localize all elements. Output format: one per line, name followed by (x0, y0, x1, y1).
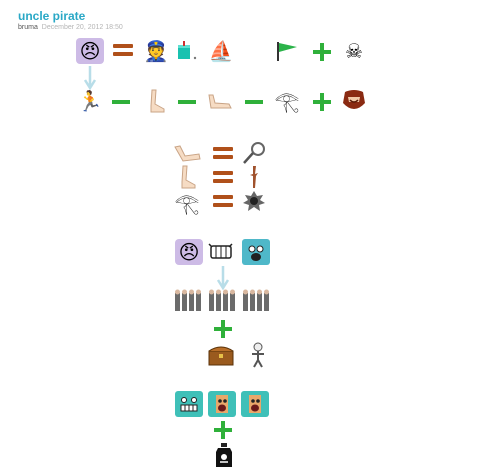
down-arrow (83, 66, 97, 90)
scared-face-icon (242, 239, 270, 265)
post-author[interactable]: bruma (18, 24, 38, 31)
plus-sign (313, 43, 331, 61)
screaming-face-icon (208, 391, 236, 417)
foot-icon (206, 88, 234, 114)
grinning-face-icon (175, 391, 203, 417)
post-date: December 20, 2012 18:50 (41, 24, 123, 31)
treasure-chest-icon (207, 342, 235, 368)
red-beard-icon (340, 88, 368, 114)
arm-icon (173, 140, 201, 166)
captain-icon: 👮 (143, 39, 169, 63)
equals-sign (213, 195, 233, 207)
post-byline: bruma December 20, 2012 18:50 (18, 24, 123, 31)
angry-face-icon: 😠 (175, 239, 203, 265)
minus-sign (245, 100, 263, 104)
hook-icon (240, 140, 268, 166)
sailboat-icon: ⛵ (208, 39, 234, 63)
plus-sign (313, 93, 331, 111)
down-arrow (216, 266, 230, 290)
skull-crossbones-icon: ☠ (345, 39, 363, 63)
eye-of-horus-icon: 𓂀 (174, 191, 200, 215)
minus-sign (112, 100, 130, 104)
plus-sign (214, 421, 232, 439)
equals-sign (113, 44, 133, 56)
minus-sign (178, 100, 196, 104)
leg-icon (142, 88, 170, 114)
leg-icon (173, 164, 201, 190)
angry-face-icon: 😠 (76, 38, 104, 64)
cyan-box-icon (173, 38, 201, 64)
chattering-teeth-icon (207, 239, 235, 265)
poison-bottle-icon (210, 442, 238, 468)
screaming-face-icon (241, 391, 269, 417)
plus-sign (214, 320, 232, 338)
skeleton-icon (244, 342, 272, 368)
eye-of-horus-icon: 𓂀 (274, 89, 300, 113)
fleeing-person-icon: 🏃 (77, 89, 103, 113)
equals-sign (213, 147, 233, 159)
peg-leg-icon (240, 164, 268, 190)
green-flag-icon (273, 38, 301, 64)
pirate-crowd-icon (173, 289, 273, 313)
post-title[interactable]: uncle pirate (18, 9, 86, 23)
eyepatch-icon (240, 188, 268, 214)
equals-sign (213, 171, 233, 183)
